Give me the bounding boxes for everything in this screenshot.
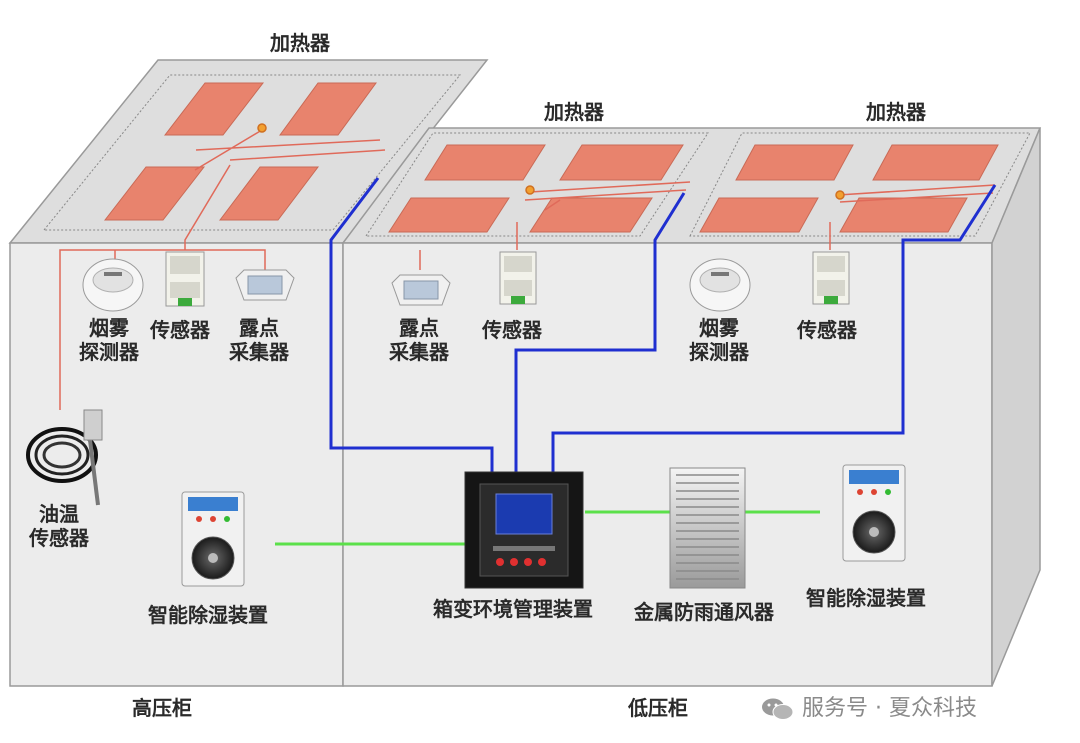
smoke-detector-left [82, 258, 144, 312]
signal-wires [329, 177, 997, 475]
heater-pads-right [699, 144, 999, 233]
dehumidifier-right [842, 464, 906, 562]
sensor-module-left [165, 251, 205, 307]
heater-label-right: 加热器 [866, 100, 926, 124]
smoke-detector-label-right-line2: 探测器 [689, 340, 749, 364]
dew-point-label-left-line1: 露点 [239, 316, 279, 340]
dew-point-label-middle-line1: 露点 [399, 316, 439, 340]
smoke-detector-right [689, 258, 751, 312]
power-wires [275, 510, 820, 546]
sensor-label-right: 传感器 [797, 318, 857, 342]
ventilator-label: 金属防雨通风器 [634, 600, 774, 624]
heater-pads-middle [388, 144, 684, 233]
environment-controller [464, 471, 584, 589]
dew-point-collector-left [235, 269, 295, 301]
smoke-detector-label-right: 烟雾 探测器 [674, 316, 764, 364]
smoke-detector-label-right-line1: 烟雾 [699, 316, 739, 340]
oil-temp-sensor-label-line1: 油温 [39, 502, 79, 526]
sensor-module-middle [499, 251, 537, 305]
sensor-module-right [812, 251, 850, 305]
rainproof-ventilator [669, 467, 746, 589]
oil-temp-sensor [26, 409, 103, 506]
wechat-icon [762, 698, 794, 720]
watermark-text: 服务号 · 夏众科技 [802, 696, 977, 721]
smoke-detector-label-left-line2: 探测器 [79, 340, 139, 364]
watermark: 服务号 · 夏众科技 [760, 690, 977, 722]
oil-temp-sensor-label: 油温 传感器 [14, 502, 104, 550]
heater-wiring [194, 123, 996, 211]
dew-point-label-left: 露点 采集器 [214, 316, 304, 364]
controller-label: 箱变环境管理装置 [433, 597, 593, 621]
dehumidifier-left [181, 491, 245, 587]
smoke-detector-label-left: 烟雾 探测器 [64, 316, 154, 364]
sensor-wires [59, 164, 831, 410]
dew-point-label-middle: 露点 采集器 [374, 316, 464, 364]
smoke-detector-label-left-line1: 烟雾 [89, 316, 129, 340]
heater-label-left: 加热器 [270, 31, 330, 55]
dew-point-collector-middle [391, 274, 451, 306]
sensor-label-middle: 传感器 [482, 318, 542, 342]
dehumidifier-label-left: 智能除湿装置 [148, 603, 268, 627]
heater-pads-left [103, 82, 377, 221]
oil-temp-sensor-label-line2: 传感器 [29, 526, 89, 550]
dew-point-label-middle-line2: 采集器 [389, 340, 449, 364]
low-voltage-cabinet-label: 低压柜 [628, 696, 688, 720]
high-voltage-cabinet-label: 高压柜 [132, 696, 192, 720]
dehumidifier-label-right: 智能除湿装置 [806, 586, 926, 610]
sensor-label-left: 传感器 [150, 318, 210, 342]
dew-point-label-left-line2: 采集器 [229, 340, 289, 364]
heater-label-middle: 加热器 [544, 100, 604, 124]
